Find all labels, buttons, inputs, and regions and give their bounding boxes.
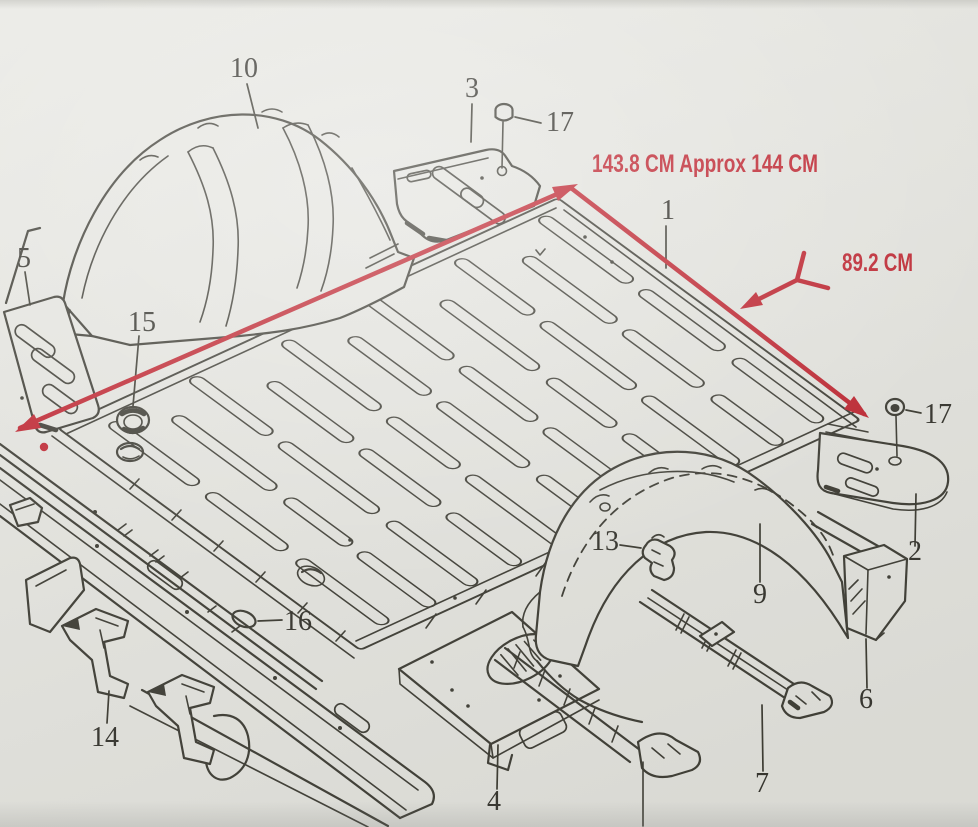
dimension-annotations: 143.8 CM Approx 144 CM 89.2 CM xyxy=(15,150,913,452)
width-dimension-label: 89.2 CM xyxy=(842,249,913,277)
callout-5: 5 xyxy=(17,243,31,274)
part-bolt-17-right xyxy=(884,397,906,457)
callout-10: 10 xyxy=(230,53,258,84)
part-bracket-5 xyxy=(2,226,100,434)
part-hook-clip-14b xyxy=(146,673,216,766)
callout-7: 7 xyxy=(755,768,769,799)
arrowhead-right-icon xyxy=(844,396,869,418)
callout-numbers: 10 3 17 5 15 1 17 2 13 9 16 14 6 4 7 xyxy=(17,53,952,817)
callout-13: 13 xyxy=(591,526,619,557)
callout-16: 16 xyxy=(284,606,312,637)
part-rail-front-center xyxy=(493,646,702,827)
part-bracket-2 xyxy=(816,423,950,511)
floor-swirl-hole xyxy=(296,565,326,587)
part-hook-clip-14a xyxy=(60,607,130,700)
part-bracket-6 xyxy=(810,510,909,642)
callout-3: 3 xyxy=(465,73,479,104)
red-dot-mark xyxy=(39,442,49,452)
callout-2: 2 xyxy=(908,536,922,567)
part-oval-16 xyxy=(231,609,257,629)
callout-14: 14 xyxy=(91,722,119,753)
arrowhead-width-icon xyxy=(740,292,763,309)
part-grommet-15 xyxy=(115,405,151,463)
callout-17-top: 17 xyxy=(546,107,574,138)
part-wheel-arch-9 xyxy=(521,450,850,724)
callout-15: 15 xyxy=(128,307,156,338)
part-wheel-arch-10 xyxy=(53,108,416,347)
length-dimension-label: 143.8 CM Approx 144 CM xyxy=(592,150,818,178)
callout-6: 6 xyxy=(859,684,873,715)
callout-4: 4 xyxy=(487,786,501,817)
arrowhead-left-icon xyxy=(15,414,41,432)
arrowhead-apex-icon xyxy=(552,184,578,201)
callout-17-right: 17 xyxy=(924,399,952,430)
callout-leader-lines xyxy=(24,83,922,790)
callout-9: 9 xyxy=(753,579,767,610)
front-frame-rails xyxy=(0,442,435,827)
part-clip-13 xyxy=(641,533,676,582)
callout-1: 1 xyxy=(661,195,675,226)
part-bolt-17-top xyxy=(494,102,514,169)
width-dimension-arrow-line xyxy=(746,250,831,307)
part-rail-7 xyxy=(638,588,834,720)
